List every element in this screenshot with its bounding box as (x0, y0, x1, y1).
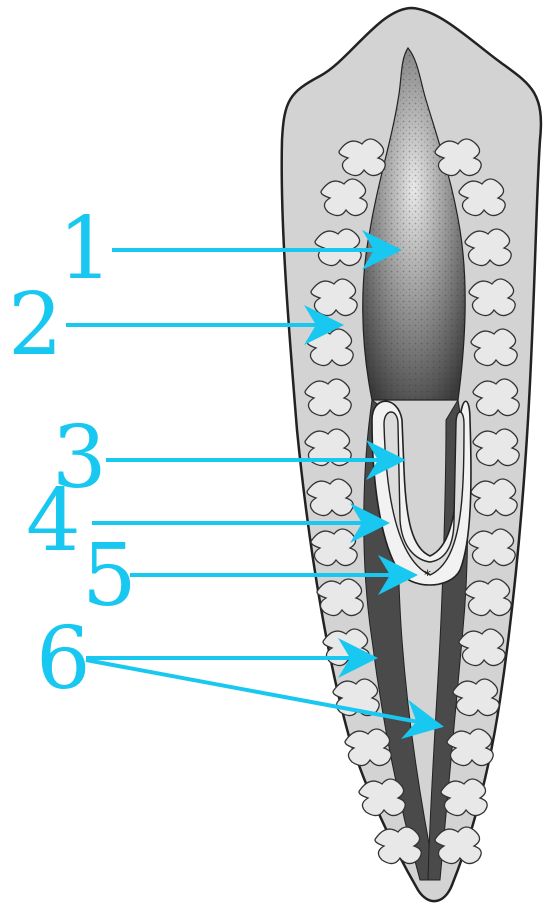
label-1: 1 (58, 206, 113, 292)
label-6: 6 (36, 616, 91, 702)
label-4: 4 (26, 478, 81, 564)
label-2: 2 (8, 282, 63, 368)
mouth-marker: * (424, 568, 431, 584)
label-5: 5 (82, 533, 137, 619)
